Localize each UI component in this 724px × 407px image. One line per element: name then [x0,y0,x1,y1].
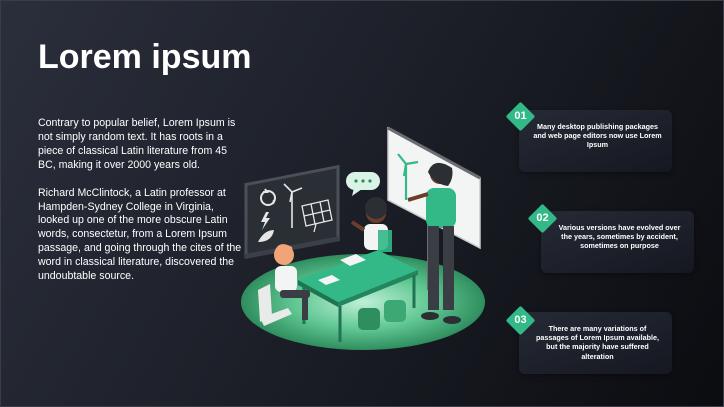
wind-turbine-icon [283,183,303,228]
number-badge-2: 02 [527,203,558,234]
leaf-icon [258,230,274,242]
chair [258,284,292,326]
info-card-3-text: There are many variations of passages of… [535,324,660,361]
backpack [358,300,406,330]
number-badge-3: 03 [505,305,536,336]
info-card-2-text: Various versions have evolved over the y… [558,223,681,251]
info-card-1-text: Many desktop publishing packages and web… [533,122,662,150]
wind-turbine-icon [397,153,419,200]
number-badge-3-label: 03 [514,314,527,326]
paragraph-1: Contrary to popular belief, Lorem Ipsum … [38,117,236,171]
number-badge-1-label: 01 [514,110,527,122]
info-card-2: Various versions have evolved over the y… [541,211,694,273]
info-card-3: There are many variations of passages of… [519,312,672,374]
lightning-icon [261,212,270,230]
number-badge-1: 01 [505,101,536,132]
number-badge-2-label: 02 [536,212,549,224]
paragraph-2: Richard McClintock, a Latin professor at… [38,186,242,283]
classroom-illustration [241,126,485,350]
speech-bubble [346,172,380,196]
student-boy [350,197,392,252]
slide-title: Lorem ipsum [38,38,252,76]
info-card-1: Many desktop publishing packages and web… [519,110,672,172]
recycle-icon [260,188,276,206]
solar-panel-icon [301,199,333,233]
teacher [407,162,461,324]
desk [298,250,418,342]
floor-platform [241,254,485,350]
body-text: Contrary to popular belief, Lorem Ipsum … [38,117,243,298]
student-girl [274,244,310,320]
